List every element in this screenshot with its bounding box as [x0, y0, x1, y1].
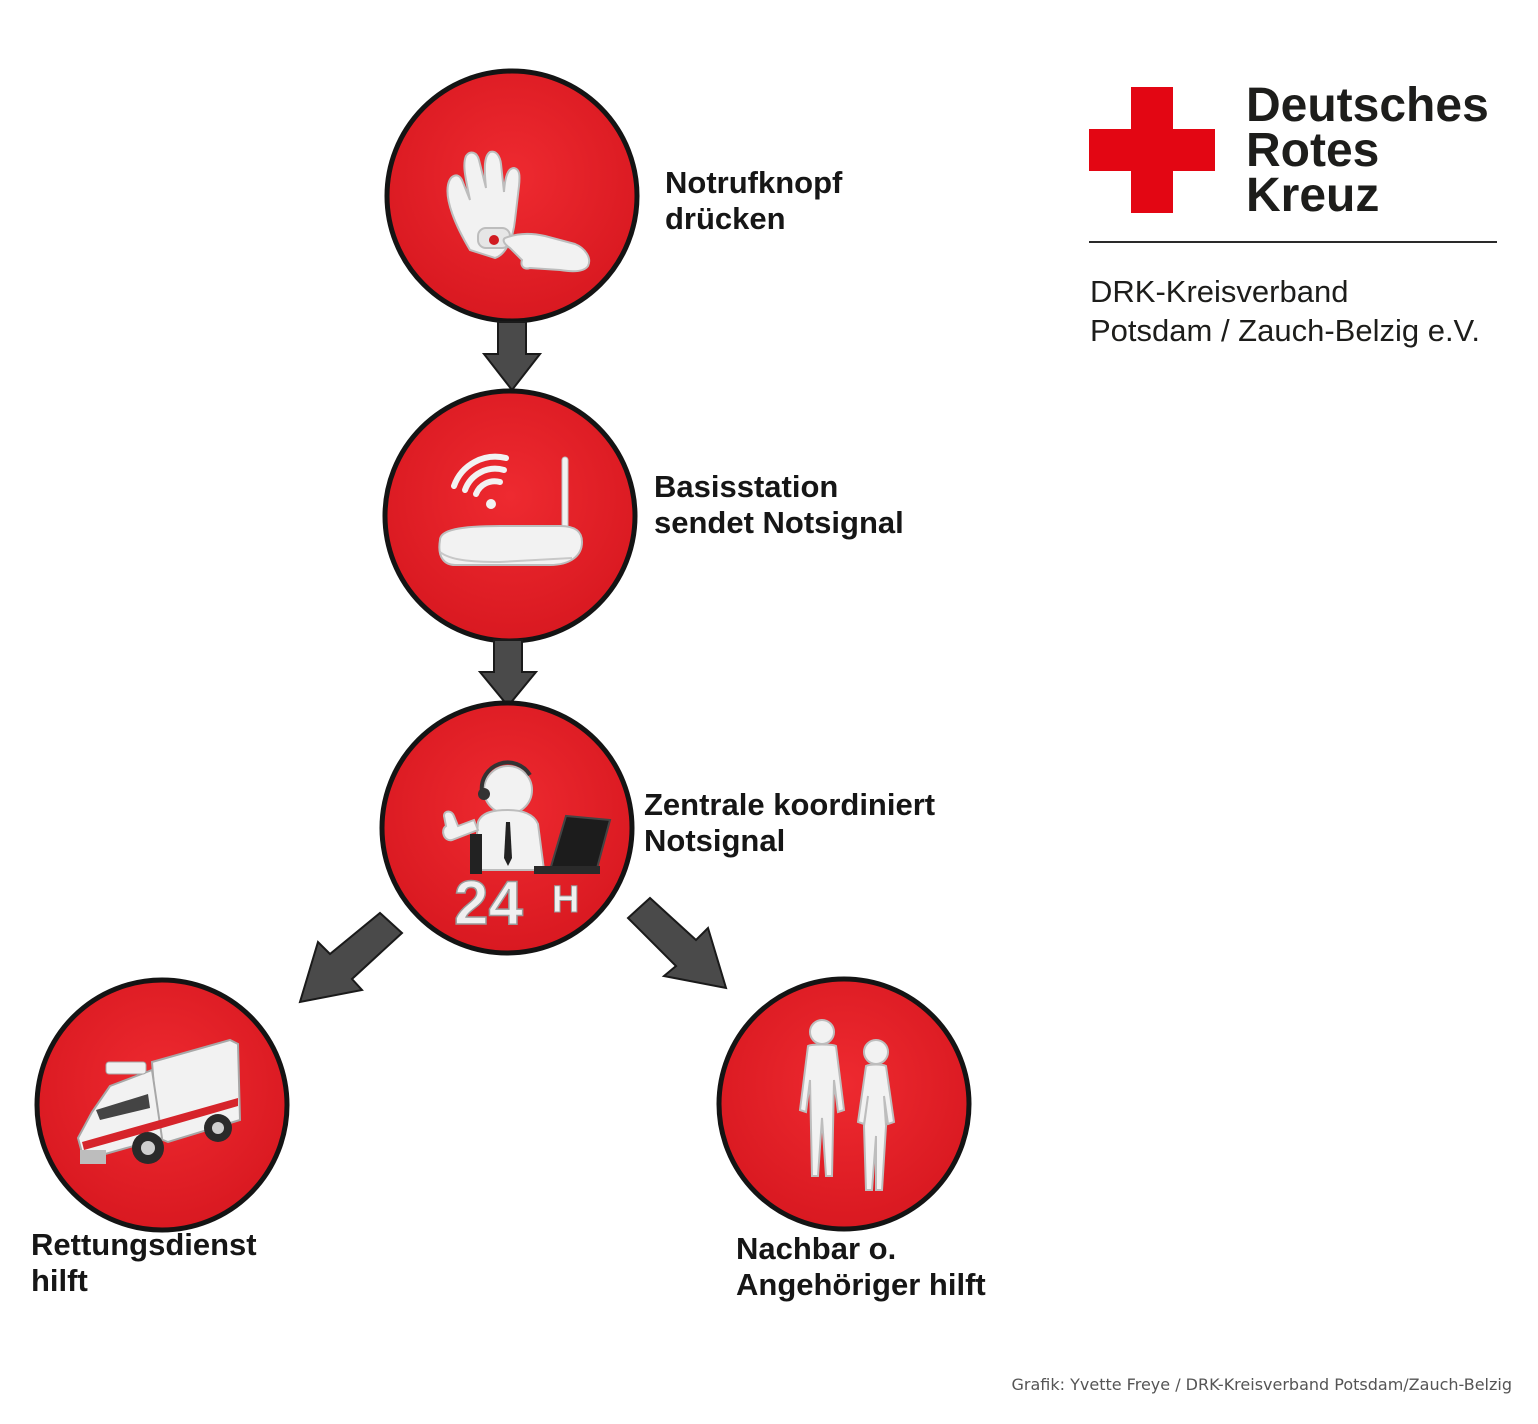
step-label-line: Zentrale koordiniert — [644, 787, 936, 822]
step-press-button-label: Notrufknopf drücken — [665, 165, 842, 237]
step-label-line: sendet Notsignal — [654, 505, 904, 540]
step-circle — [382, 388, 638, 644]
red-cross-logo-icon — [1089, 87, 1215, 213]
step-base-station-label: Basisstation sendet Notsignal — [654, 469, 904, 541]
logo-wordmark-line: Deutsches — [1246, 79, 1489, 132]
badge-24-number: 24 — [454, 869, 523, 938]
step-neighbor-label: Nachbar o. Angehöriger hilft — [736, 1231, 986, 1303]
step-label-line: Rettungsdienst — [31, 1227, 257, 1262]
router-wifi-icon — [438, 453, 584, 566]
step-label-line: drücken — [665, 201, 786, 236]
two-people-icon — [798, 1019, 896, 1191]
step-base-station-node — [382, 388, 638, 644]
red-cross-shape — [1089, 87, 1215, 213]
logo-wordmark-line: Kreuz — [1246, 169, 1380, 222]
step-rescue-service-node — [34, 977, 290, 1233]
arrow-down-left — [298, 911, 404, 1004]
badge-h-unit: H — [552, 879, 579, 921]
organization-name-line: Potsdam / Zauch-Belzig e.V. — [1090, 313, 1480, 348]
logo-wordmark-line: Rotes — [1246, 124, 1380, 177]
ambulance-icon — [76, 1038, 242, 1164]
step-control-center-node: 24 H — [379, 700, 635, 956]
step-label-line: hilft — [31, 1263, 88, 1298]
step-control-center-label: Zentrale koordiniert Notsignal — [644, 787, 935, 859]
step-label-line: Nachbar o. — [736, 1231, 897, 1266]
call-center-24h-icon — [442, 760, 612, 874]
step-label-line: Notsignal — [644, 823, 786, 858]
image-credit: Grafik: Yvette Freye / DRK-Kreisverband … — [1011, 1375, 1512, 1394]
step-press-button-node — [384, 68, 640, 324]
step-label-line: Notrufknopf — [665, 165, 843, 200]
logo-divider — [1089, 241, 1497, 243]
arrow-down-1 — [481, 321, 543, 392]
arrow-down-2 — [477, 639, 539, 708]
step-label-line: Angehöriger hilft — [736, 1267, 986, 1302]
step-rescue-service-label: Rettungsdienst hilft — [31, 1227, 257, 1299]
step-neighbor-node — [716, 976, 972, 1232]
step-label-line: Basisstation — [654, 469, 839, 504]
arrow-down-right — [626, 896, 728, 990]
hand-pressing-button-icon — [446, 150, 591, 273]
organization-name-line: DRK-Kreisverband — [1090, 274, 1349, 309]
